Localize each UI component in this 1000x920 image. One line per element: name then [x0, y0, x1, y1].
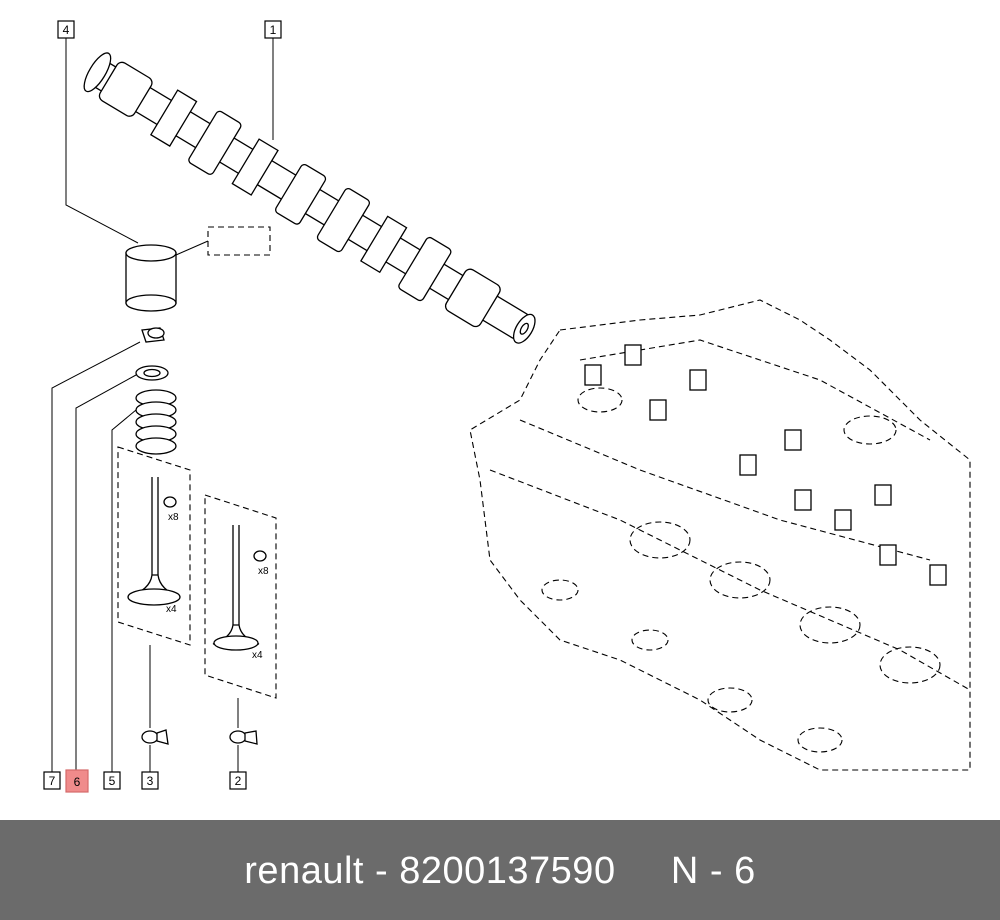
- callout-3: 3: [141, 771, 159, 790]
- svg-text:2: 2: [235, 774, 242, 788]
- tappet: [125, 226, 271, 312]
- stem-seal-left: [141, 729, 169, 745]
- qty-collet-left: x8: [168, 512, 179, 523]
- svg-text:1: 1: [270, 23, 277, 37]
- footer-bar: renault - 8200137590 N - 6: [0, 820, 1000, 920]
- svg-text:7: 7: [49, 774, 56, 788]
- cylinder-head: [469, 299, 971, 771]
- valve-group-right: x8 x4: [204, 494, 277, 699]
- valve-collet: [141, 327, 165, 343]
- spring-seat: [135, 365, 169, 381]
- qty-valve-right: x4: [252, 650, 263, 661]
- callout-6-highlighted: 6: [65, 769, 89, 793]
- svg-text:6: 6: [74, 775, 81, 789]
- part-number-caption: renault - 8200137590 N - 6: [244, 850, 756, 892]
- leader-lines: [51, 38, 274, 772]
- valve-spring: [135, 389, 177, 455]
- svg-text:3: 3: [147, 774, 154, 788]
- svg-text:5: 5: [109, 774, 116, 788]
- parts-diagram: x8 x4 x8 x4 4 1: [43, 20, 971, 793]
- callout-1: 1: [264, 20, 282, 39]
- valve-group-left: x8 x4: [117, 446, 191, 646]
- callout-4: 4: [57, 20, 75, 39]
- qty-collet-right: x8: [258, 566, 269, 577]
- callout-5: 5: [103, 771, 121, 790]
- qty-valve-left: x4: [166, 604, 177, 615]
- svg-text:4: 4: [63, 23, 70, 37]
- callout-7: 7: [43, 771, 61, 790]
- callout-2: 2: [229, 771, 247, 790]
- stem-seal-right: [229, 730, 258, 745]
- camshaft: [83, 52, 536, 344]
